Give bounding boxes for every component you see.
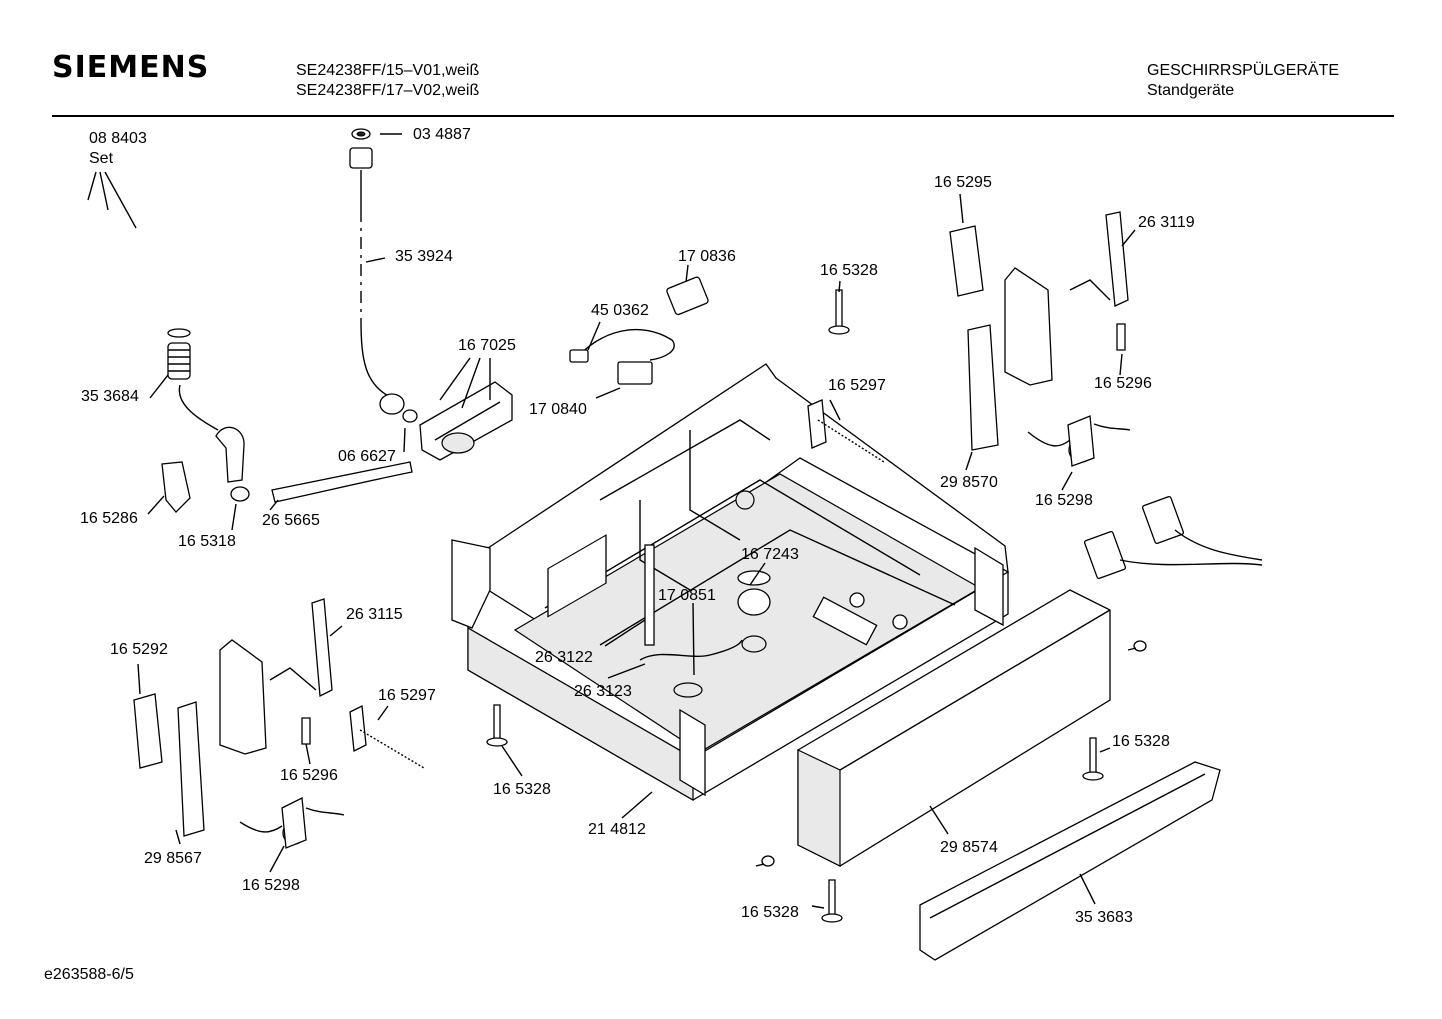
connector-harness-drawing: [1083, 495, 1263, 580]
category-title: GESCHIRRSPÜLGERÄTE: [1147, 62, 1340, 79]
part-label: 17 0851: [658, 587, 716, 604]
part-label: 03 4887: [413, 126, 471, 143]
part-label: 29 8567: [144, 850, 202, 867]
part-label: 16 5328: [820, 262, 878, 279]
leader-lines: [137, 133, 1136, 909]
part-label: 16 7025: [458, 337, 516, 354]
part-label: 16 5298: [242, 877, 300, 894]
part-label: 26 3122: [535, 649, 593, 666]
part-labels: 08 8403 Set 03 4887 35 3924 17 0836 16 5…: [80, 126, 1195, 926]
part-label: 16 5328: [493, 781, 551, 798]
part-label: 06 6627: [338, 448, 396, 465]
part-label: 16 5328: [1112, 733, 1170, 750]
part-label: 16 5297: [828, 377, 886, 394]
part-label: 16 5295: [934, 174, 992, 191]
part-label: 16 5286: [80, 510, 138, 527]
part-label: 17 0840: [529, 401, 587, 418]
model-line: SE24238FF/17–V02,weiß: [296, 82, 480, 99]
part-label: 35 3683: [1075, 909, 1133, 926]
part-label: 16 5296: [280, 767, 338, 784]
drawing-id: e263588-6/5: [44, 966, 134, 983]
brand-logo: SIEMENS: [52, 50, 210, 85]
set-pointer-lines: [87, 171, 137, 229]
right-brackets-drawing: [949, 211, 1131, 467]
part-label: 08 8403: [89, 130, 147, 147]
part-label: 17 0836: [678, 248, 736, 265]
part-label: 29 8574: [940, 839, 998, 856]
part-label: 29 8570: [940, 474, 998, 491]
part-label: 16 5297: [378, 687, 436, 704]
base-tub-drawing: [451, 363, 1009, 802]
part-label: Set: [89, 150, 114, 167]
part-label: 26 3123: [574, 683, 632, 700]
inlet-hose-drawing: [349, 128, 418, 423]
left-brackets-drawing: [133, 598, 345, 849]
model-line: SE24238FF/15–V01,weiß: [296, 62, 480, 79]
part-label: 16 5292: [110, 641, 168, 658]
category-subtitle: Standgeräte: [1147, 82, 1235, 99]
inlet-valve-drawing: [419, 381, 513, 461]
drain-hose-drawing: [161, 328, 413, 513]
model-list: SE24238FF/15–V01,weiß SE24238FF/17–V02,w…: [296, 61, 479, 101]
screw-drawings: [486, 289, 1147, 923]
header-divider: [52, 115, 1394, 117]
part-label: 16 7243: [741, 546, 799, 563]
part-label: 16 5328: [741, 904, 799, 921]
part-label: 16 5318: [178, 533, 236, 550]
part-label: 16 5298: [1035, 492, 1093, 509]
spring-assembly-drawing: [349, 399, 885, 769]
part-label: 21 4812: [588, 821, 646, 838]
wiring-set-drawing: [569, 276, 709, 385]
kick-plate-drawing: [919, 761, 1221, 961]
part-label: 26 3115: [346, 606, 403, 623]
appliance-category: GESCHIRRSPÜLGERÄTE Standgeräte: [1147, 61, 1339, 101]
part-label: 35 3924: [395, 248, 453, 265]
part-label: 26 3119: [1138, 214, 1195, 231]
part-label: 45 0362: [591, 302, 649, 319]
part-label: 35 3684: [81, 388, 139, 405]
part-label: 26 5665: [262, 512, 320, 529]
part-label: 16 5296: [1094, 375, 1152, 392]
front-panel-drawing: [797, 589, 1111, 867]
